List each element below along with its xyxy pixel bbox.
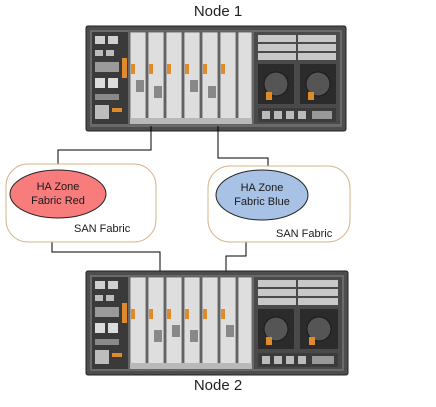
ha-zone-blue-line1: HA Zone (241, 182, 284, 194)
node-1-to-red-cable (57, 126, 152, 175)
node-2-label: Node 2 (193, 377, 243, 394)
node-2-card-slots (129, 276, 253, 370)
ha-zone-red-line1: HA Zone (37, 181, 80, 193)
ha-zone-blue-line2: Fabric Blue (234, 196, 290, 208)
node-2-right-panel (254, 277, 342, 369)
ha-zone-red-line2: Fabric Red (31, 195, 85, 207)
node-1-card-slots (129, 31, 253, 125)
ha-zone-red (9, 169, 107, 219)
node-1-server (85, 25, 347, 132)
ha-zone-blue (215, 169, 309, 221)
node-1-right-panel (254, 32, 340, 124)
node-1-label: Node 1 (193, 3, 243, 20)
san-fabric-blue: HA Zone Fabric Blue SAN Fabric (207, 165, 351, 243)
san-fabric-red-label: SAN Fabric (74, 223, 131, 235)
node-2-server (85, 270, 349, 376)
san-fabric-red: HA Zone Fabric Red SAN Fabric (5, 163, 157, 243)
san-fabric-blue-label: SAN Fabric (276, 228, 333, 240)
node-2-left-panel (92, 277, 128, 369)
node-1-left-panel (92, 32, 128, 124)
